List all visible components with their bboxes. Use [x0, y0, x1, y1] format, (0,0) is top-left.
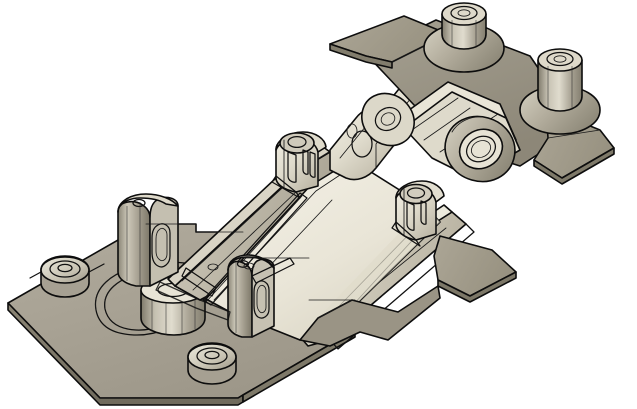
- upright-front-right[interactable]: [227, 254, 275, 338]
- wing-tab-mid-right[interactable]: [433, 235, 517, 303]
- pod-mount-left-boss: [279, 132, 315, 154]
- axle-bearing-far[interactable]: [361, 92, 415, 147]
- surface-detail-lines: [99, 223, 356, 399]
- pod-mount-right-boss: [399, 183, 433, 205]
- floor-pin-holes: [207, 262, 255, 271]
- upright-left-bolt-hole: [132, 198, 146, 208]
- axle-bearing-far-bore: [374, 106, 402, 132]
- front-rail-shadow: [155, 281, 231, 321]
- front-body-post-mid[interactable]: [187, 342, 237, 385]
- wing-tab-rear-left[interactable]: [329, 15, 449, 69]
- axle-bearing-near[interactable]: [444, 115, 516, 183]
- upright-right-bolt-hole: [236, 260, 250, 268]
- upright-front-left[interactable]: [117, 193, 179, 287]
- rear-body-post-far[interactable]: [423, 2, 505, 73]
- pod-mount-right[interactable]: [391, 180, 445, 247]
- front-body-post-left[interactable]: [29, 255, 105, 298]
- pod-mount-left[interactable]: [271, 131, 327, 199]
- right-lower-skirt: [299, 285, 441, 347]
- rear-body-post-near[interactable]: [519, 48, 601, 135]
- gussets: [181, 257, 295, 297]
